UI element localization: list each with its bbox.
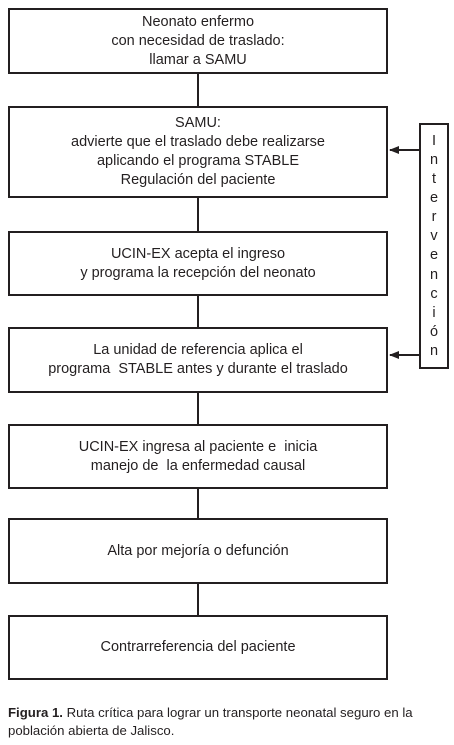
step-contrarreferencia-box: Contrarreferencia del paciente — [8, 615, 388, 680]
intervencion-letter: t — [431, 171, 437, 188]
step-samu-line-3: aplicando el programa STABLE — [96, 153, 300, 169]
figure-caption: Figura 1. Ruta crítica para lograr un tr… — [8, 704, 448, 740]
step-contrarreferencia-line-1: Contrarreferencia del paciente — [100, 639, 296, 655]
intervencion-letter: ó — [429, 323, 439, 340]
intervencion-letter: n — [429, 266, 439, 283]
step-unidad-referencia-line-1: La unidad de referencia aplica el — [93, 342, 303, 358]
step-samu-line-4: Regulación del paciente — [120, 172, 276, 188]
step-samu-line-1: SAMU: — [175, 115, 221, 131]
step-samu-line-2: advierte que el traslado debe realizarse — [71, 134, 325, 150]
step-unidad-referencia-line-2: programa STABLE antes y durante el trasl… — [48, 361, 348, 377]
step-ucin-acepta-line-2: y programa la recepción del neonato — [80, 264, 316, 281]
intervencion-letter: c — [430, 285, 438, 302]
intervencion-letter: r — [431, 209, 437, 226]
intervencion-letter: e — [429, 190, 439, 207]
step-ucin-ingresa-line-2: manejo de la enfermedad causal — [90, 457, 306, 474]
step-unidad-referencia-box: La unidad de referencia aplica el progra… — [8, 327, 388, 393]
step-neonato-box: Neonato enfermo con necesidad de traslad… — [8, 8, 388, 74]
step-neonato-line-2: con necesidad de traslado: — [111, 32, 285, 49]
intervencion-letter: n — [429, 342, 439, 359]
step-ucin-ingresa-line-1: UCIN-EX ingresa al paciente e inicia — [78, 438, 318, 455]
step-neonato-line-3: llamar a SAMU — [149, 51, 247, 68]
intervencion-letter: i — [432, 304, 436, 321]
step-ucin-acepta-box: UCIN-EX acepta el ingreso y programa la … — [8, 231, 388, 296]
intervencion-letter: n — [429, 152, 439, 169]
step-ucin-ingresa-box: UCIN-EX ingresa al paciente e inicia man… — [8, 424, 388, 489]
step-neonato-line-1: Neonato enfermo — [141, 13, 255, 30]
step-ucin-acepta-line-1: UCIN-EX acepta el ingreso — [110, 245, 286, 262]
intervencion-side-box: I n t e r v e n c i ó n — [419, 123, 449, 369]
intervencion-letter: e — [429, 247, 439, 264]
intervencion-letter: I — [431, 133, 437, 150]
figure-caption-text: Ruta crítica para lograr un transporte n… — [8, 705, 413, 738]
step-alta-line-1: Alta por mejoría o defunción — [107, 542, 289, 559]
step-samu-box: SAMU: advierte que el traslado debe real… — [8, 106, 388, 198]
intervencion-letter: v — [430, 228, 438, 245]
figure-caption-label: Figura 1. — [8, 705, 63, 720]
step-alta-box: Alta por mejoría o defunción — [8, 518, 388, 584]
